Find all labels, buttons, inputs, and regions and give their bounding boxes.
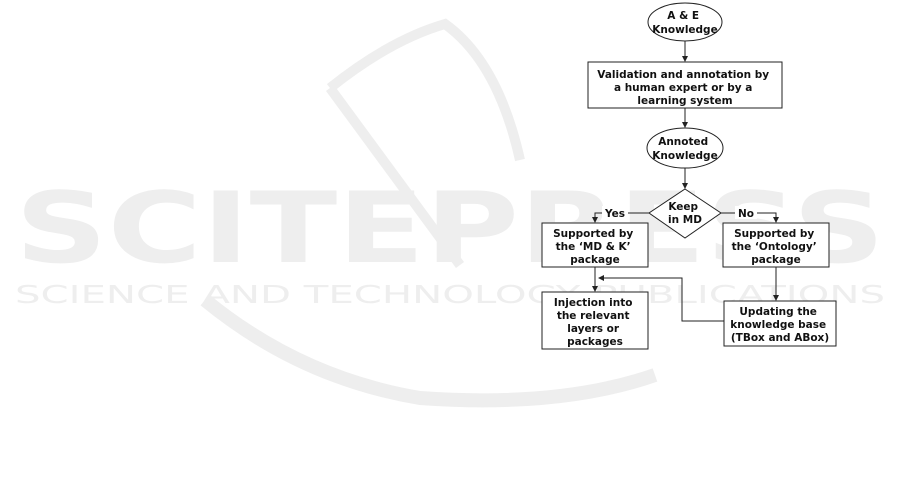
edge-decision-yes [592, 212, 649, 223]
decision-node: Keep in MD [648, 188, 722, 239]
update-kb-line-2: knowledge base [730, 319, 826, 331]
decision-node-line-1: Keep [668, 201, 698, 213]
decision-node-line-2: in MD [668, 214, 702, 226]
svg-text:Updating the knowledge b: Updating the knowledge base (TBox and AB… [730, 306, 830, 344]
update-kb-line-3: (TBox and ABox) [731, 332, 829, 344]
watermark-book-icon [200, 18, 658, 408]
annotated-node-line-2: Knowledge [652, 150, 717, 162]
svg-text:Keep in MD: Keep in MD [668, 201, 702, 226]
no-label: No [738, 208, 754, 220]
yes-label: Yes [604, 208, 625, 220]
update-kb-line-1: Updating the [739, 306, 817, 318]
annotated-node: Annoted Knowledge [646, 127, 724, 169]
md-package-line-1: Supported by [553, 228, 633, 240]
start-node-line-1: A & E [667, 10, 699, 22]
validation-node: Validation and annotation by a human exp… [587, 61, 783, 109]
edge-labels: Yes No [602, 206, 757, 220]
injection-node: Injection into the relevant layers or pa… [541, 291, 649, 350]
svg-text:Annoted Knowledge: Annoted Knowledge [652, 136, 717, 162]
injection-line-4: packages [567, 336, 623, 348]
start-node: A & E Knowledge [647, 2, 723, 42]
ontology-package-node: Supported by the ‘Ontology’ package [722, 222, 830, 268]
svg-text:Supported by the ‘MD & K: Supported by the ‘MD & K’ package [553, 228, 637, 266]
validation-node-line-3: learning system [637, 95, 732, 107]
md-package-node: Supported by the ‘MD & K’ package [541, 222, 649, 268]
validation-node-line-2: a human expert or by a [614, 82, 752, 94]
annotated-node-line-1: Annoted [658, 136, 708, 148]
injection-line-1: Injection into [554, 297, 633, 309]
start-node-line-2: Knowledge [652, 24, 717, 36]
svg-text:Supported by the ‘Ontolo: Supported by the ‘Ontology’ package [732, 228, 821, 266]
ontology-package-line-2: the ‘Ontology’ [732, 241, 817, 253]
edge-update-feedback [598, 275, 724, 322]
md-package-line-2: the ‘MD & K’ [556, 241, 631, 253]
md-package-line-3: package [570, 254, 620, 266]
ontology-package-line-1: Supported by [734, 228, 814, 240]
injection-line-3: layers or [567, 323, 620, 335]
injection-line-2: the relevant [557, 310, 630, 322]
svg-text:Validation and annotation by: Validation and annotation by a human exp… [597, 69, 772, 107]
validation-node-line-1: Validation and annotation by [597, 69, 769, 81]
update-kb-node: Updating the knowledge base (TBox and AB… [723, 300, 837, 347]
svg-text:A & E Knowledge: A & E Knowledge [652, 10, 717, 36]
ontology-package-line-3: package [751, 254, 801, 266]
svg-text:Injection into the relev: Injection into the relevant layers or pa… [554, 297, 636, 348]
